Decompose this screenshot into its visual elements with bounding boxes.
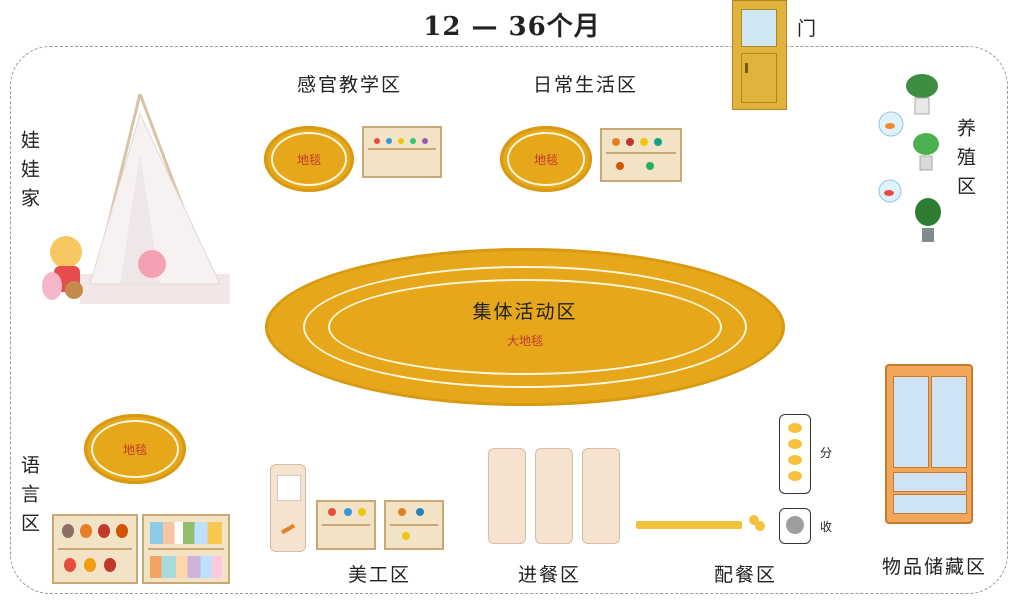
dining-table[interactable]	[582, 448, 620, 544]
zone-label-sensory: 感官教学区	[297, 74, 403, 96]
fishbowl-icon	[876, 108, 906, 138]
dining-table[interactable]	[535, 448, 573, 544]
food-items-icon	[748, 514, 766, 532]
rug-daily-life-label: 地毯	[533, 152, 558, 167]
zone-label-doll-house: 娃娃家	[18, 130, 40, 217]
rug-big-label: 大地毯	[506, 334, 543, 348]
plant-pot-icon	[912, 196, 944, 246]
plant-pot-icon	[910, 130, 942, 174]
plant-pot-icon	[904, 70, 940, 116]
door[interactable]	[732, 0, 787, 110]
rug-sensory[interactable]: 地毯	[264, 126, 354, 192]
door-label: 门	[797, 18, 819, 40]
room-outline	[10, 46, 1008, 594]
zone-label-storage: 物品储藏区	[882, 556, 988, 578]
serving-counter[interactable]	[636, 521, 742, 529]
zone-label-breeding: 养殖区	[954, 118, 976, 205]
art-easel	[270, 464, 306, 552]
book-shelf	[142, 514, 230, 584]
rug-language[interactable]: 地毯	[84, 414, 186, 484]
sensory-shelf	[362, 126, 442, 178]
teepee-tent-image	[40, 93, 232, 306]
zone-label-art: 美工区	[348, 564, 412, 586]
rug-sensory-label: 地毯	[296, 152, 321, 167]
distribute-label: 分	[820, 446, 833, 460]
daily-life-shelf	[600, 128, 682, 182]
rug-language-label: 地毯	[122, 442, 147, 457]
zone-label-serving: 配餐区	[714, 564, 778, 586]
distribute-tray[interactable]	[779, 414, 811, 494]
dining-table[interactable]	[488, 448, 526, 544]
art-shelf	[384, 500, 444, 550]
page-title: 12 — 36个月	[423, 12, 601, 42]
rug-group-activity[interactable]: 集体活动区 大地毯	[265, 248, 785, 406]
rug-daily-life[interactable]: 地毯	[500, 126, 592, 192]
zone-label-daily-life: 日常生活区	[533, 74, 639, 96]
doll-shelf	[52, 514, 138, 584]
zone-label-dining: 进餐区	[518, 564, 582, 586]
storage-wardrobe[interactable]	[885, 364, 973, 524]
group-activity-label: 集体活动区	[472, 301, 578, 323]
collect-label: 收	[820, 520, 833, 534]
collect-tray[interactable]	[779, 508, 811, 544]
fishbowl-icon	[876, 176, 904, 204]
zone-label-language: 语言区	[18, 455, 40, 542]
art-shelf	[316, 500, 376, 550]
